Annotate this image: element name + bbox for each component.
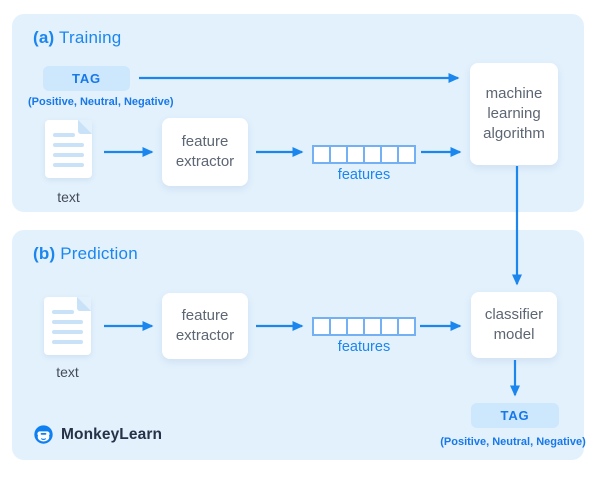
prediction-features-label: features [337, 339, 391, 355]
training-tag-chip: TAG [43, 66, 130, 91]
page-fold [77, 297, 91, 311]
page-fold [78, 120, 92, 134]
prediction-title: (b) Prediction [33, 244, 138, 264]
training-feature-extractor-box: feature extractor [162, 118, 248, 186]
text-document-icon [45, 120, 92, 178]
training-title-prefix: (a) [33, 28, 55, 47]
classifier-model-box: classifier model [471, 292, 557, 358]
prediction-tag-chip: TAG [471, 403, 559, 428]
prediction-title-text: Prediction [60, 244, 138, 263]
feature-cell [397, 145, 416, 164]
prediction-title-prefix: (b) [33, 244, 56, 263]
monkeylearn-logo-text: MonkeyLearn [61, 425, 163, 443]
prediction-feature-vector [312, 317, 416, 336]
training-tag-note: (Positive, Neutral, Negative) [28, 96, 174, 108]
feature-cell [397, 317, 416, 336]
training-feature-vector [312, 145, 416, 164]
training-title: (a) Training [33, 28, 121, 48]
text-document-icon [44, 297, 91, 355]
machine-learning-algorithm-box: machine learning algorithm [470, 63, 558, 165]
training-title-text: Training [59, 28, 122, 47]
prediction-feature-extractor-box: feature extractor [162, 293, 248, 359]
prediction-tag-note: (Positive, Neutral, Negative) [440, 436, 586, 448]
monkeylearn-logo-icon [34, 425, 53, 444]
prediction-text-label: text [56, 364, 79, 380]
training-text-label: text [57, 189, 80, 205]
monkeylearn-logo: MonkeyLearn [33, 424, 162, 445]
training-features-label: features [337, 167, 391, 183]
